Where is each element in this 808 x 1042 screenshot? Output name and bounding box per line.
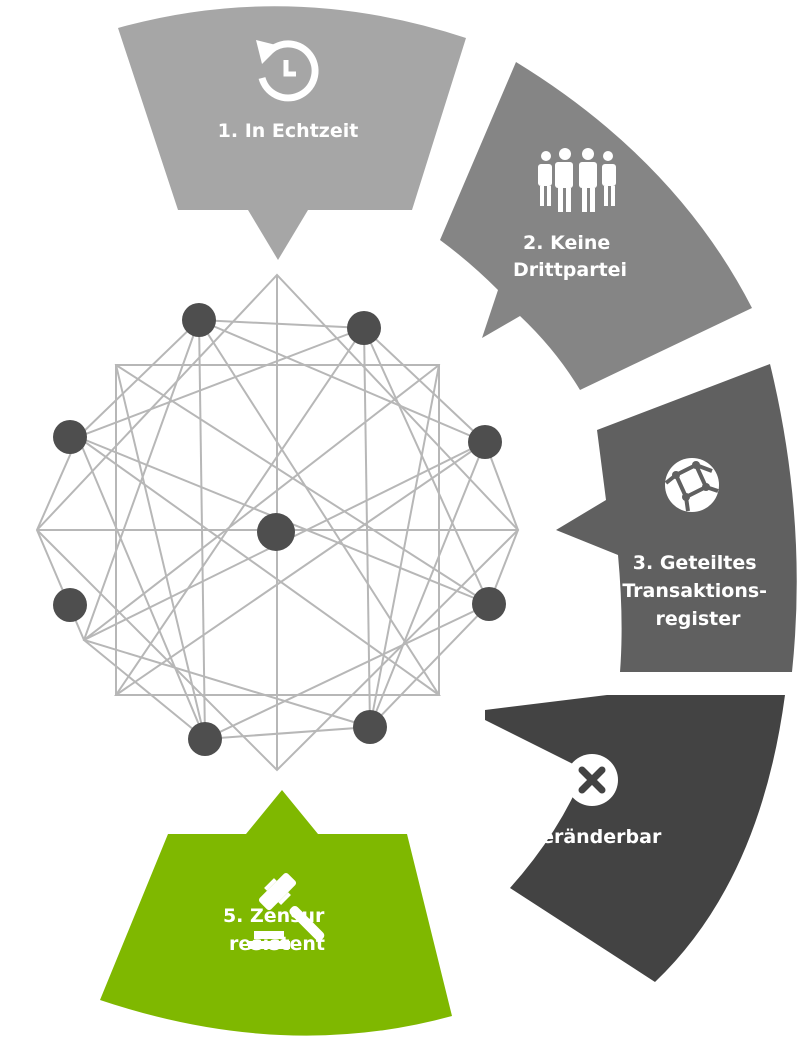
segment-4-shape [485,695,785,982]
segment-2-keine-drittpartei: 2. Keine Drittpartei [440,62,752,390]
network-star-g [83,364,440,641]
segment-4-unveraenderbar: 4. Unveränderbar [473,695,785,982]
network-node [53,588,87,622]
network-star-f [115,441,486,696]
close-circle-icon [566,754,618,806]
network-graph [35,273,520,772]
network-node [468,425,502,459]
network-star-c [114,319,441,696]
segment-1-shape [118,6,466,261]
segment-2-label: 2. Keine Drittpartei [513,232,627,281]
segment-5-shape [100,790,452,1036]
segment-3-label: 3. Geteiltes Transaktions- register [622,552,773,630]
network-star-d [114,364,441,740]
people-group-icon [538,148,616,212]
network-node [472,587,506,621]
network-node [188,722,222,756]
network-node [53,420,87,454]
segment-5-label: 5. Zensur resistent [223,905,331,955]
network-star-h [115,364,490,605]
network-node [347,311,381,345]
segment-4-label: 4. Unveränderbar [473,826,662,848]
network-center-node [257,513,295,551]
gavel-icon [248,872,325,949]
segment-1-label: 1. In Echtzeit [218,120,359,142]
network-star-e [77,436,440,696]
segment-2-shape [440,62,752,390]
segment-3-geteiltes-transaktionsregister: 3. Geteiltes Transaktions- register [556,364,797,672]
segment-3-shape [556,364,797,672]
history-clock-icon [256,40,319,102]
segment-1-in-echtzeit: 1. In Echtzeit [118,6,466,261]
globe-network-icon [664,458,719,512]
segment-5-zensur-resistent: 5. Zensur resistent [100,790,452,1036]
network-star-i [36,273,520,772]
network-node [353,710,387,744]
network-node [182,303,216,337]
